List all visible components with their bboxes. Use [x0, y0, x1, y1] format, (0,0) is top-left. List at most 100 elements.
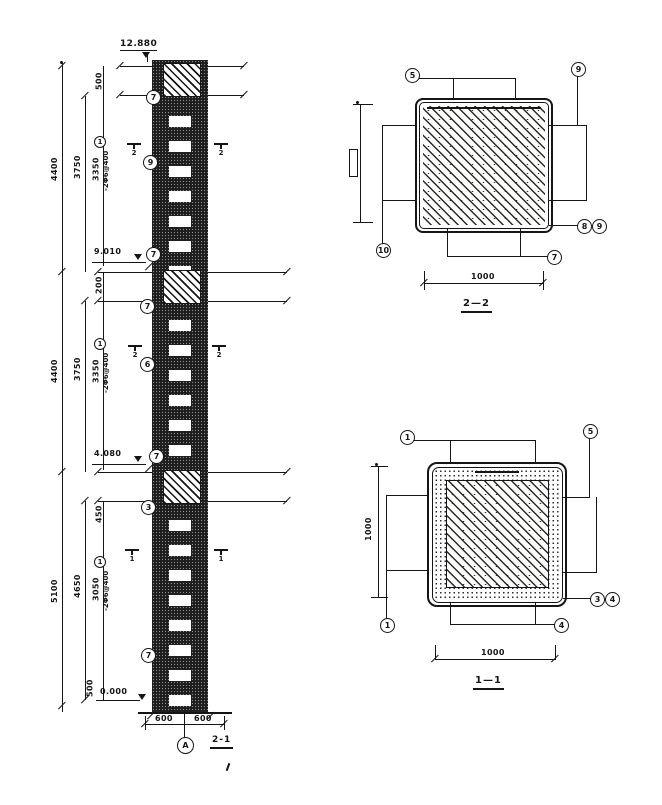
base-dim-right-label: 600 [194, 714, 212, 723]
rebar-bubble: 6 [140, 357, 155, 372]
leader-line [549, 200, 586, 202]
rebar-bubble: 7 [149, 449, 164, 464]
base-dim-left-label: 600 [155, 714, 173, 723]
cut-mark-stem [220, 144, 222, 149]
grid-bubble: A [177, 737, 194, 754]
break-tick [282, 296, 292, 305]
joint-hatch-low [163, 470, 201, 504]
cut-mark-upper-left: 2 [127, 143, 141, 159]
leader-line [589, 437, 591, 498]
section-2-2-left-dim-line [360, 104, 362, 222]
section-1-1-bottom-dim-label: 1000 [481, 648, 505, 657]
section-1-1-title: 1—1 [473, 676, 504, 690]
level-mark-icon [142, 52, 150, 58]
rebar-bubble: 5 [405, 68, 420, 83]
cut-mark-label: 2 [132, 351, 138, 359]
dim-line-clear-3 [85, 501, 87, 700]
bar-length-label-3: 3050 [91, 577, 101, 601]
section-2-2-title: 2—2 [461, 299, 492, 313]
section-2-2-top-bar [427, 107, 541, 110]
dim-label-seg1-top: 500 [94, 72, 104, 90]
rebar-bubble: 8 [577, 219, 592, 234]
dim-dot [356, 101, 359, 104]
dim-label-seg3-bottom: 500 [85, 679, 95, 697]
rebar-bubble: 4 [605, 592, 620, 607]
bar-length-label-1: 3350 [91, 157, 101, 181]
leader-line [549, 225, 579, 227]
cut-mark-stem [220, 550, 222, 555]
dim-label-seg1-total: 4400 [50, 157, 59, 181]
grid-leader-line [184, 712, 186, 737]
leader-line [586, 125, 588, 201]
cut-mark-middle-right: 2 [212, 345, 226, 361]
rebar-bubble: 7 [547, 250, 562, 265]
dim-label-seg3-clear: 4650 [73, 574, 82, 598]
section-1-1-bottom-dim-line [435, 659, 556, 661]
rebar-bubble: 3 [590, 592, 605, 607]
leader-line [563, 572, 596, 574]
leader-line [382, 200, 415, 202]
level-underline [96, 700, 140, 702]
base-level-label: 0.000 [100, 687, 128, 696]
cut-mark-stem [133, 144, 135, 149]
leader-line [596, 497, 598, 573]
dim-label-seg2-clear: 3750 [73, 357, 82, 381]
elevation-title: 2-1 [210, 736, 234, 749]
cut-mark-label: 2 [216, 351, 222, 359]
cut-mark-label: 2 [131, 149, 137, 157]
cut-mark-stem [134, 346, 136, 351]
joint-hatch-mid [163, 270, 201, 304]
cut-mark-middle-left: 2 [128, 345, 142, 361]
cut-mark-stem [218, 346, 220, 351]
leader-line [413, 440, 535, 442]
dim-line-clear-2 [85, 301, 87, 472]
cut-mark-bar [127, 143, 141, 145]
dim-line-bars-2 [103, 272, 105, 470]
dim-label-seg1-clear: 3750 [73, 155, 82, 179]
dim-tick [550, 654, 560, 663]
section-1-1-inner-line [431, 466, 563, 603]
leader-line [535, 440, 537, 462]
stray-mark [225, 762, 231, 772]
dim-line-bars-3 [103, 501, 105, 700]
leader-line [563, 497, 590, 499]
dim-label-seg2-total: 4400 [50, 359, 59, 383]
dim-end [371, 466, 388, 468]
level-underline [92, 262, 146, 264]
section-1-1-left-dim-label: 1000 [364, 517, 373, 541]
level-leader-line [147, 52, 149, 62]
joint-hatch-top [163, 63, 201, 97]
leader-line [563, 598, 592, 600]
bar-mark-bubble: 1 [94, 338, 106, 350]
leader-line [520, 229, 522, 257]
section-1-1-core-hatch [446, 480, 549, 588]
dim-end [353, 222, 373, 224]
level-mark-icon [134, 254, 142, 260]
dim-label-seg3-total: 5100 [50, 579, 59, 603]
column-gap-pattern [169, 306, 191, 470]
dim-dot [60, 61, 63, 64]
leader-line [515, 78, 517, 98]
dim-end [435, 645, 437, 660]
leader-line [386, 570, 427, 572]
cut-mark-upper-right: 2 [214, 143, 228, 159]
rebar-bubble: 3 [141, 500, 156, 515]
leader-line [386, 495, 427, 497]
leader-line [450, 603, 452, 625]
leader-line [382, 125, 415, 127]
bar-mark-bubble: 1 [94, 556, 106, 568]
rebar-bubble: 9 [143, 155, 158, 170]
leader-line [549, 125, 586, 127]
leader-line [450, 624, 556, 626]
dim-dot [375, 463, 378, 466]
break-tick [239, 61, 249, 70]
dim-line-clear-1 [85, 96, 87, 272]
leader-line [453, 78, 455, 98]
floor-level-upper-label: 9.010 [94, 247, 122, 256]
level-underline [92, 464, 146, 466]
bar-spec-label-1: -2Φ6@400 [102, 150, 110, 192]
cut-mark-bar [212, 345, 226, 347]
leader-line [386, 495, 388, 619]
rebar-bubble: 1 [400, 430, 415, 445]
